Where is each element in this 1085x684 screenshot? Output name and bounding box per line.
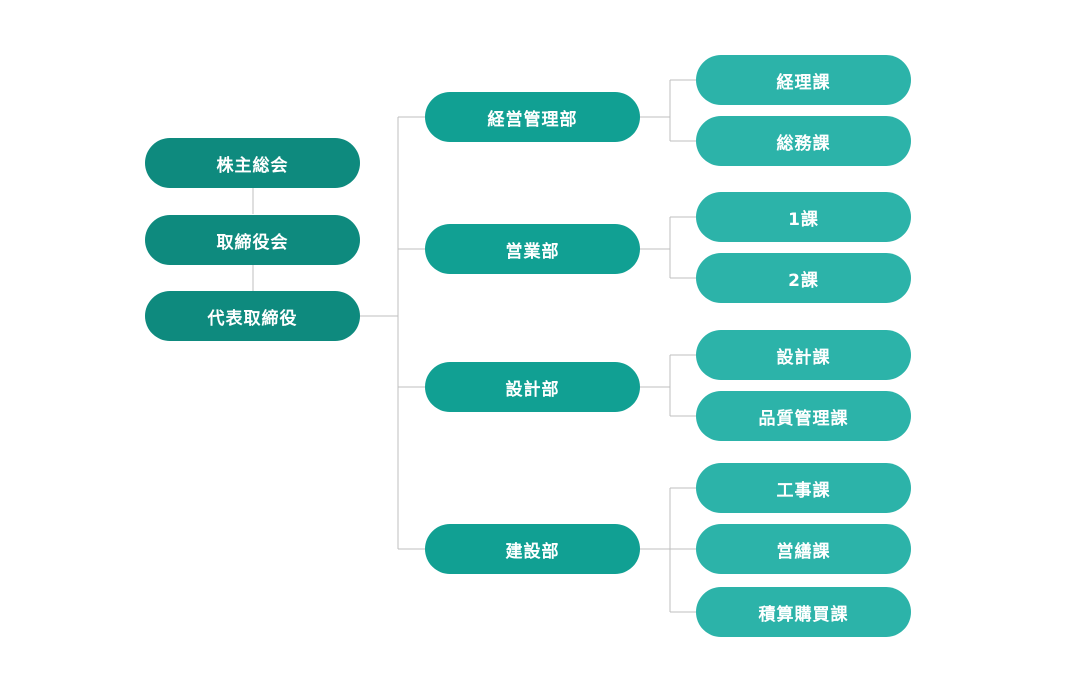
node-dept-management: 経営管理部 xyxy=(425,92,640,142)
node-section-estimation-purchasing: 積算購買課 xyxy=(696,587,911,637)
node-board-of-directors: 取締役会 xyxy=(145,215,360,265)
node-section-sales-1: 1課 xyxy=(696,192,911,242)
node-section-sales-2: 2課 xyxy=(696,253,911,303)
node-dept-design: 設計部 xyxy=(425,362,640,412)
node-section-accounting: 経理課 xyxy=(696,55,911,105)
node-section-general-affairs: 総務課 xyxy=(696,116,911,166)
node-section-construction-work: 工事課 xyxy=(696,463,911,513)
node-shareholders-meeting: 株主総会 xyxy=(145,138,360,188)
node-section-maintenance: 営繕課 xyxy=(696,524,911,574)
node-dept-construction: 建設部 xyxy=(425,524,640,574)
node-dept-sales: 営業部 xyxy=(425,224,640,274)
node-representative-director: 代表取締役 xyxy=(145,291,360,341)
node-section-design: 設計課 xyxy=(696,330,911,380)
node-section-quality-control: 品質管理課 xyxy=(696,391,911,441)
